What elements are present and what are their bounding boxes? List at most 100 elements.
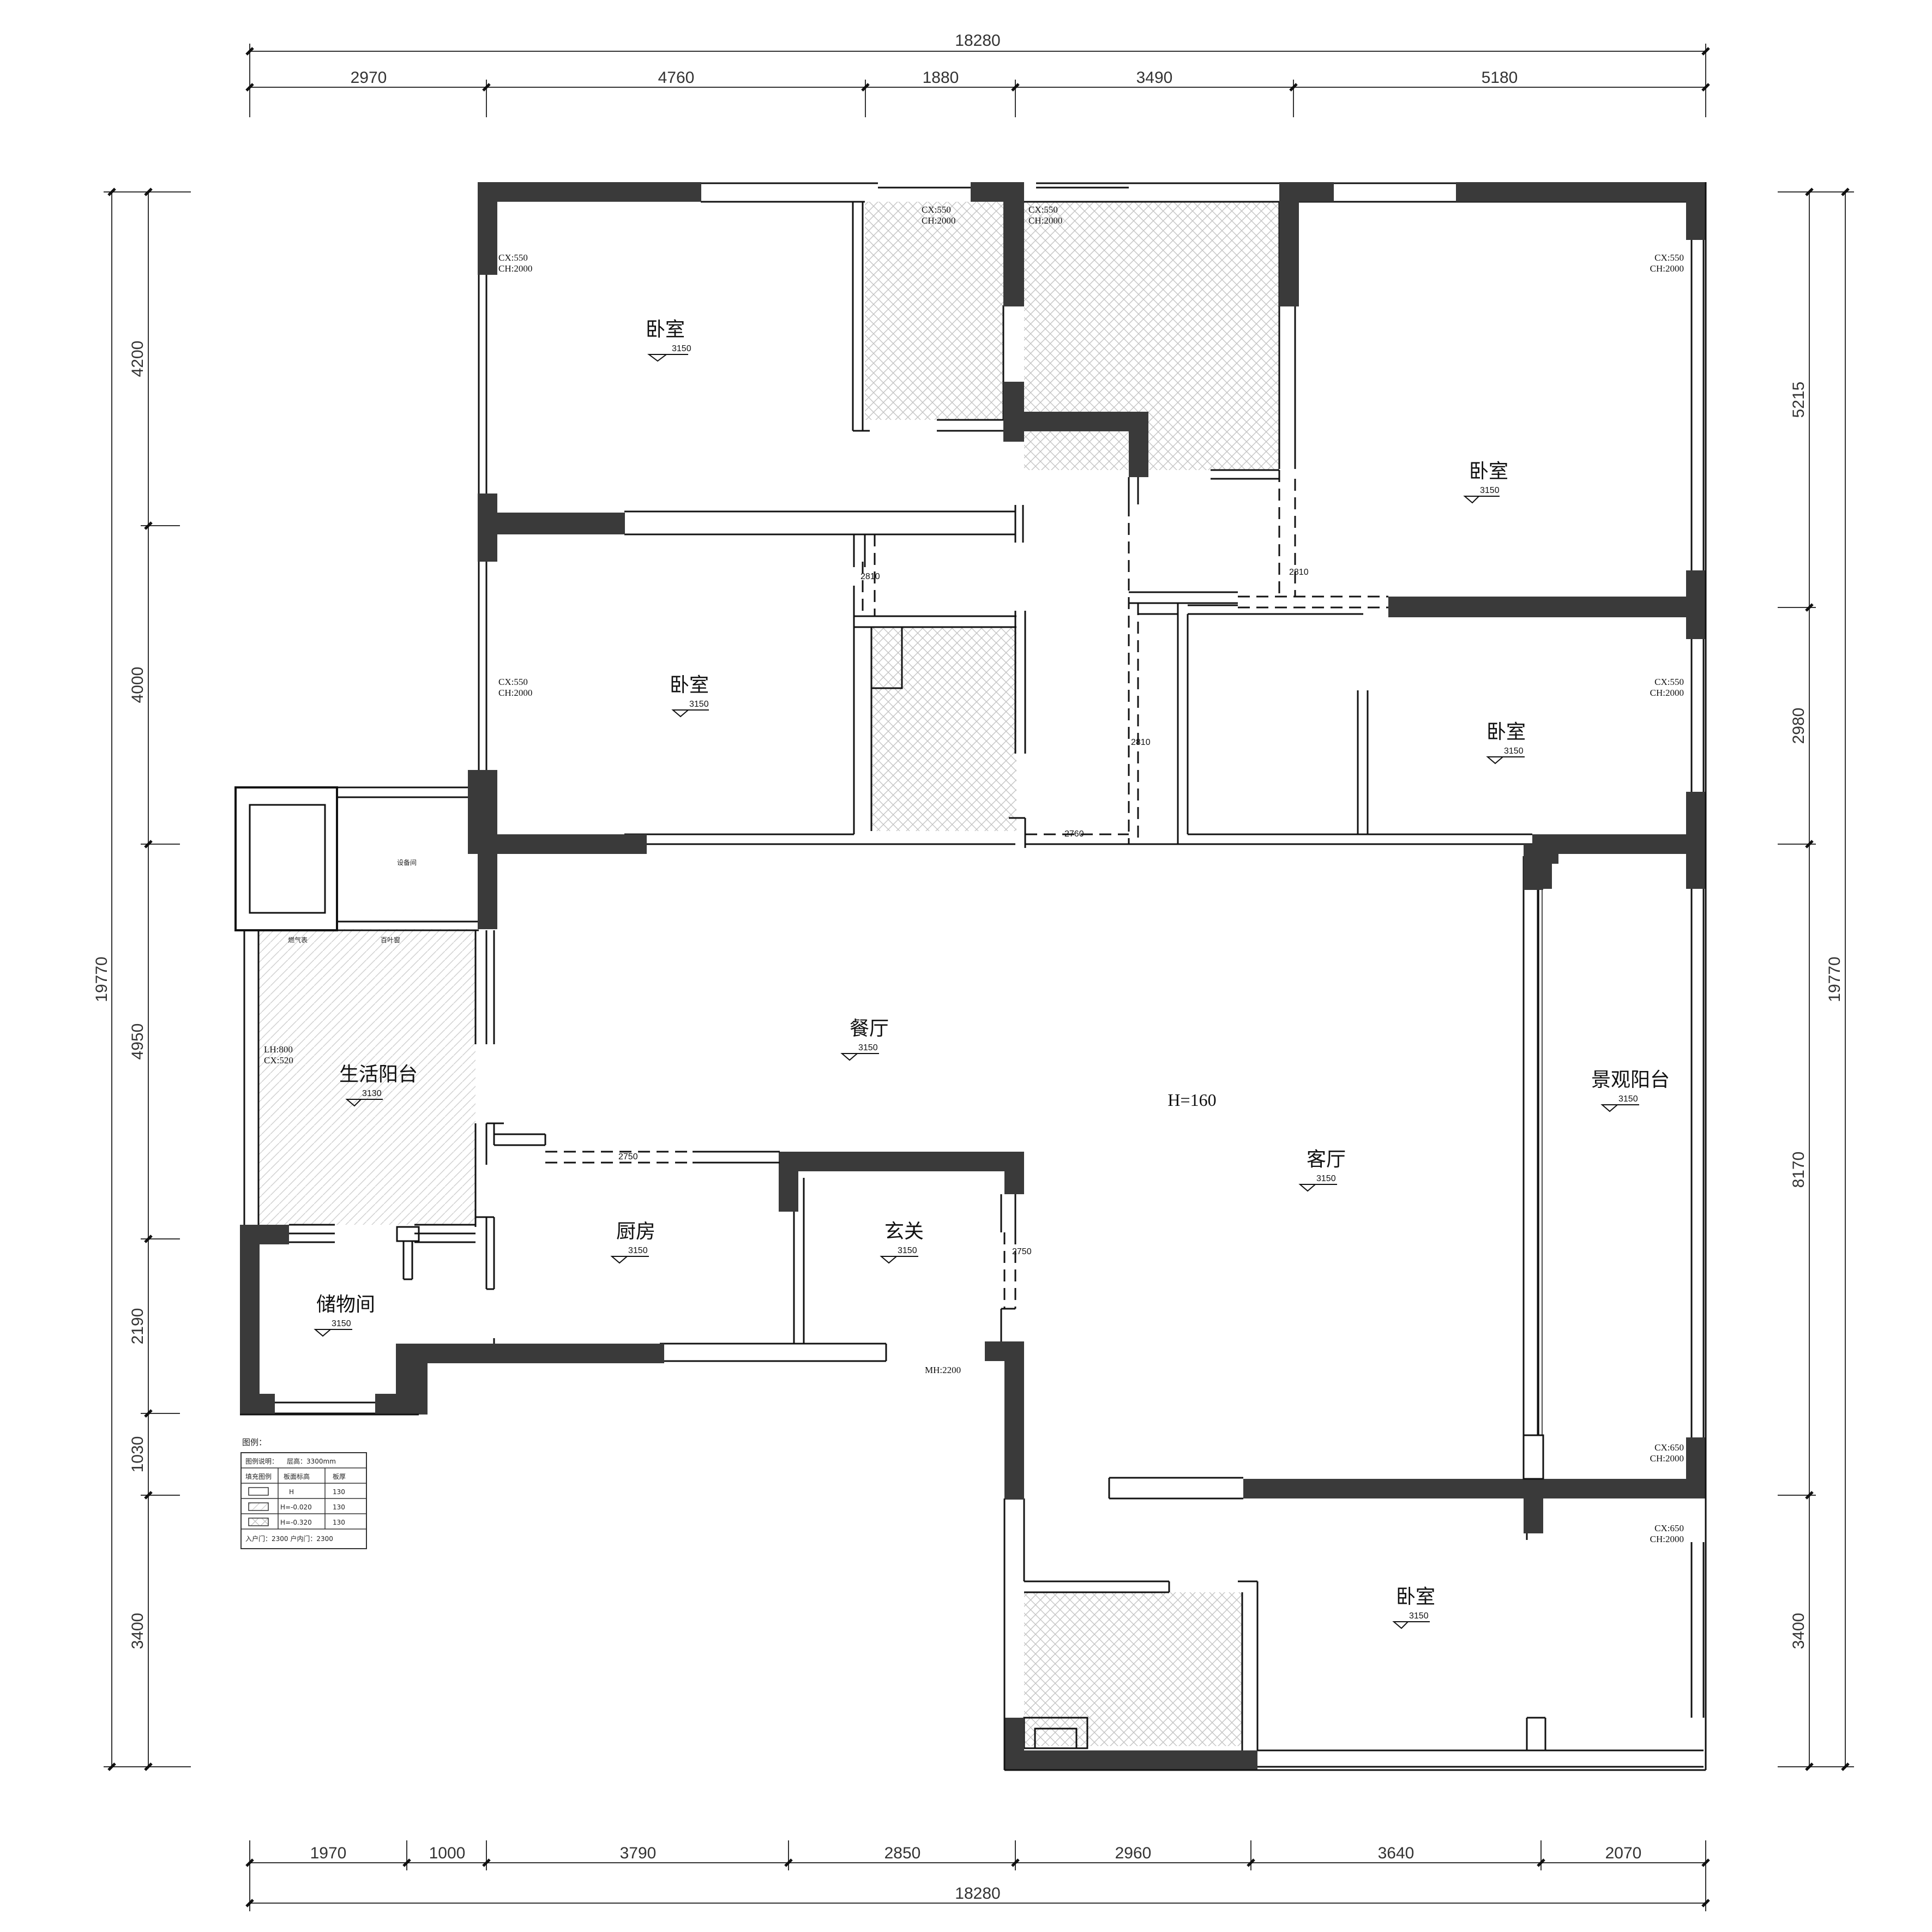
room-level-bedroom-nw: 3150 bbox=[672, 344, 691, 353]
cx-bath1: CX:550 bbox=[922, 204, 951, 215]
legend-header-left: 图例说明： bbox=[245, 1457, 278, 1465]
outer-boundary bbox=[240, 182, 1707, 1771]
room-name-bedroom-w: 卧室 bbox=[670, 674, 709, 696]
dimension-lines bbox=[104, 44, 1854, 1911]
legend-swatch-plain bbox=[248, 1487, 269, 1496]
lh-label: LH:800 bbox=[264, 1044, 293, 1055]
height-mark: H=160 bbox=[1167, 1090, 1216, 1110]
legend-swatch-cross bbox=[248, 1518, 269, 1526]
cx-nw: CX:550 bbox=[498, 252, 528, 263]
legend-header-right: 层高：3300mm bbox=[287, 1457, 336, 1465]
door-openings bbox=[545, 470, 1388, 1309]
room-name-bedroom-e: 卧室 bbox=[1486, 721, 1526, 743]
door-w-width: 2810 bbox=[860, 572, 880, 581]
room-level-bedroom-ne: 3150 bbox=[1480, 486, 1500, 495]
ch-se: CH:2000 bbox=[1650, 1534, 1684, 1544]
dim-left-6: 3400 bbox=[129, 1613, 147, 1650]
room-name-living: 客厅 bbox=[1307, 1148, 1346, 1171]
cx-se: CX:650 bbox=[1654, 1523, 1684, 1533]
legend-row2-level: H=-0.020 bbox=[280, 1503, 312, 1511]
door-e-width: 2810 bbox=[1131, 738, 1151, 747]
dim-bottom-6: 3640 bbox=[1378, 1844, 1415, 1862]
ch-nw: CH:2000 bbox=[498, 263, 532, 274]
dim-left-1: 4200 bbox=[129, 341, 147, 377]
legend-col1: 填充图例 bbox=[245, 1472, 272, 1480]
door-kitchen-width: 2750 bbox=[618, 1152, 638, 1161]
mh-label: MH:2200 bbox=[925, 1365, 961, 1375]
legend: 图例： 图例说明： 层高：3300mm 填充图例 板面标高 板厚 H 130 H… bbox=[240, 1437, 367, 1549]
thick-walls bbox=[240, 182, 1706, 1770]
cx-ne: CX:550 bbox=[1654, 252, 1684, 263]
legend-row2-thick: 130 bbox=[333, 1503, 345, 1511]
louver-label: 百叶窗 bbox=[381, 936, 400, 944]
dim-top-3: 1880 bbox=[923, 69, 959, 87]
legend-row3-thick: 130 bbox=[333, 1519, 345, 1526]
ch-bath-ne: CH:2000 bbox=[1028, 215, 1062, 226]
dim-bottom-3: 3790 bbox=[620, 1844, 657, 1862]
ch-w: CH:2000 bbox=[498, 688, 532, 698]
ch-living: CH:2000 bbox=[1650, 1453, 1684, 1464]
room-level-kitchen: 3150 bbox=[628, 1246, 648, 1255]
dim-bottom-2: 1000 bbox=[429, 1844, 466, 1862]
door-foyer-width: 2750 bbox=[1012, 1247, 1032, 1256]
ch-e: CH:2000 bbox=[1650, 688, 1684, 698]
room-name-bedroom-ne: 卧室 bbox=[1469, 460, 1508, 483]
legend-footer: 入户门：2300 户内门：2300 bbox=[245, 1534, 333, 1543]
cx-living: CX:650 bbox=[1654, 1442, 1684, 1453]
legend-row1-thick: 130 bbox=[333, 1488, 345, 1496]
dim-right-1: 5215 bbox=[1790, 382, 1808, 418]
room-name-dining: 餐厅 bbox=[850, 1018, 889, 1040]
room-name-balcony-life: 生活阳台 bbox=[339, 1063, 418, 1086]
room-level-bedroom-se: 3150 bbox=[1409, 1611, 1429, 1621]
door-corridor-width: 2760 bbox=[1064, 829, 1084, 839]
ch-ne: CH:2000 bbox=[1650, 263, 1684, 274]
room-name-bedroom-nw: 卧室 bbox=[646, 318, 685, 341]
room-name-bedroom-se: 卧室 bbox=[1396, 1586, 1435, 1608]
room-name-kitchen: 厨房 bbox=[616, 1220, 655, 1243]
room-name-foyer: 玄关 bbox=[884, 1220, 924, 1243]
dim-bottom-5: 2960 bbox=[1115, 1844, 1152, 1862]
room-level-dining: 3150 bbox=[858, 1043, 878, 1052]
dim-bottom-1: 1970 bbox=[310, 1844, 347, 1862]
dim-top-total: 18280 bbox=[955, 32, 1000, 50]
gas-meter-label: 燃气表 bbox=[288, 936, 308, 944]
legend-row3-level: H=-0.320 bbox=[280, 1519, 312, 1526]
dim-bottom-7: 2070 bbox=[1605, 1844, 1642, 1862]
dimension-ticks bbox=[107, 47, 1850, 1907]
dim-bottom-4: 2850 bbox=[884, 1844, 921, 1862]
room-name-balcony-view: 景观阳台 bbox=[1591, 1069, 1670, 1091]
dim-left-2: 4000 bbox=[129, 667, 147, 703]
room-level-storage: 3150 bbox=[332, 1319, 351, 1328]
wall-outlines bbox=[234, 182, 1705, 1768]
dim-top-2: 4760 bbox=[658, 69, 695, 87]
dim-left-3: 4950 bbox=[129, 1024, 147, 1060]
door-ne-width: 2810 bbox=[1289, 568, 1309, 577]
legend-col3: 板厚 bbox=[333, 1473, 346, 1480]
dim-top-1: 2970 bbox=[351, 69, 387, 87]
room-level-foyer: 3150 bbox=[898, 1246, 917, 1255]
room-level-bedroom-w: 3150 bbox=[689, 700, 709, 709]
room-level-bedroom-e: 3150 bbox=[1504, 747, 1524, 756]
dim-right-2: 2980 bbox=[1790, 708, 1808, 744]
room-level-balcony-life: 3130 bbox=[362, 1089, 382, 1098]
cx-w: CX:550 bbox=[498, 677, 528, 687]
dim-top-5: 5180 bbox=[1482, 69, 1518, 87]
dim-left-4: 2190 bbox=[129, 1308, 147, 1345]
room-level-living: 3150 bbox=[1316, 1174, 1336, 1183]
room-level-balcony-view: 3150 bbox=[1618, 1094, 1638, 1104]
dim-right-total: 19770 bbox=[1826, 956, 1844, 1002]
dim-right-4: 3400 bbox=[1790, 1613, 1808, 1650]
cx-e: CX:550 bbox=[1654, 677, 1684, 687]
room-labels: 卧室 3150 卧室 3150 卧室 3150 卧室 3150 卧室 3150 … bbox=[264, 204, 1684, 1621]
level-markers bbox=[314, 354, 1639, 1629]
room-name-equipment: 设备间 bbox=[397, 859, 417, 866]
legend-title: 图例： bbox=[242, 1437, 267, 1447]
legend-col2: 板面标高 bbox=[284, 1472, 310, 1480]
dim-left-5: 1030 bbox=[129, 1436, 147, 1473]
ch-bath1: CH:2000 bbox=[922, 215, 955, 226]
legend-row1-level: H bbox=[289, 1488, 294, 1496]
legend-swatch-diagonal bbox=[248, 1502, 269, 1511]
cx520-label: CX:520 bbox=[264, 1055, 293, 1066]
dim-bottom-total: 18280 bbox=[955, 1885, 1000, 1903]
